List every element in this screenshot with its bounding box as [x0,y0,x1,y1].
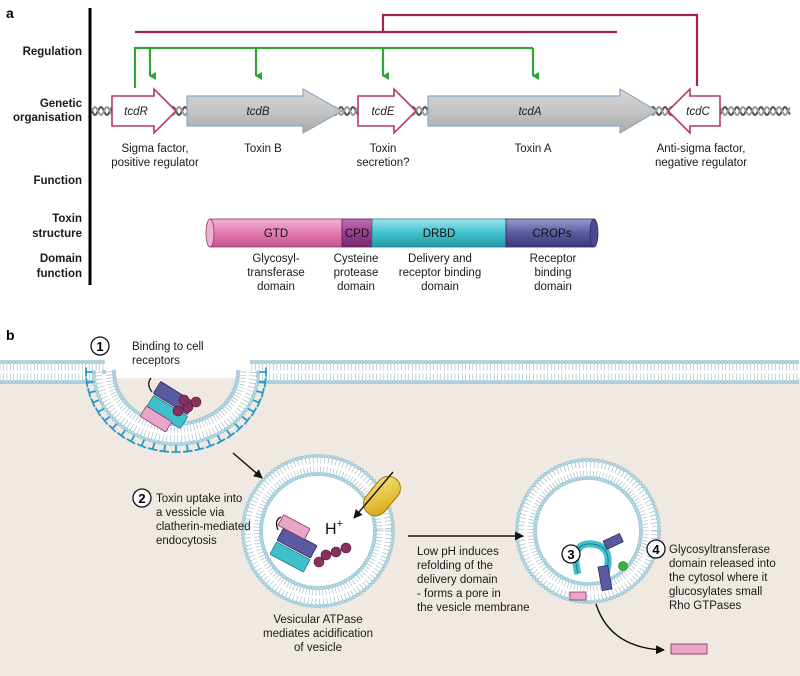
domain-cpd-block [341,218,373,248]
domfn-gtd-1: Glycosyl- [252,253,299,265]
domfn-drbd-2: receptor binding [399,267,481,279]
plasma-membrane [0,360,800,447]
atpase-text-1: Vesicular ATPase [273,614,362,626]
tcdE-gene-arrow [357,87,418,135]
gene-label-tcdB: tcdB [246,106,269,118]
svg-text:3: 3 [567,547,574,562]
step4-text-4: glucosylates small [669,586,762,598]
toxin-in-vesicle [269,514,352,573]
gene-label-tcdC: tcdC [686,106,710,118]
lowph-text-4: - forms a pore in [417,588,501,600]
proton-label: H+ [325,518,343,538]
gene-label-tcdR: tcdR [124,106,148,118]
toxin-bound-receptor [140,377,202,433]
domfn-crops-3: domain [534,281,572,293]
released-gtd [670,643,708,655]
step2-text-2: a vessicle via [156,507,225,519]
tcdR-gene-arrow [111,87,178,135]
proton-arrow [353,471,394,519]
clathrin-coat [85,367,267,453]
lowph-text-3: delivery domain [417,574,498,586]
atpase-text-3: of vesicle [294,642,342,654]
step2-text-4: endocytosis [156,535,217,547]
domfn-cpd-2: protease [334,267,379,279]
gene-label-tcdE: tcdE [371,106,394,118]
svg-text:2: 2 [138,491,145,506]
domfn-cpd-3: domain [337,281,375,293]
domain-label-cpd: CPD [345,228,369,240]
vesicular-atpase [363,475,401,517]
tcdA-gene-arrow [427,87,659,135]
gene-label-tcdA: tcdA [518,106,541,118]
row-label-domain: Domain [40,253,82,265]
function-tcdC-line1: Anti-sigma factor, [657,143,746,155]
row-label-regulation: Regulation [23,46,82,58]
row-label-genetic: Genetic [40,98,83,110]
step4-text-1: Glycosyltransferase [669,544,770,556]
arrow-release [595,603,665,655]
step1-text-1: Binding to cell [132,341,204,353]
tcdB-gene-arrow [186,87,344,135]
function-tcdC-line2: negative regulator [655,157,747,169]
negative-regulation-lines [135,13,699,86]
domfn-gtd-3: domain [257,281,295,293]
row-label-toxin: Toxin [52,213,82,225]
domain-label-gtd: GTD [264,228,288,240]
step-3-badge: 3 [561,544,581,564]
panel-b-label: b [6,327,15,343]
domfn-crops-1: Receptor [530,253,577,265]
panel-a-label: a [6,5,14,21]
domain-crops-block [505,218,595,248]
step1-text-2: receptors [132,355,180,367]
domain-label-crops: CROPs [533,228,572,240]
toxin-pore [569,533,628,601]
bar-left-cap [205,218,215,248]
function-tcdA: Toxin A [514,143,551,155]
function-tcdE-line1: Toxin [370,143,397,155]
activation-lines [133,46,539,88]
function-tcdE-line2: secretion? [356,157,409,169]
atpase-text-2: mediates acidification [263,628,373,640]
row-label-domain-function: function [37,268,82,280]
row-label-organisation: organisation [13,112,82,124]
lowph-text-5: the vesicle membrane [417,602,530,614]
row-label-function: Function [33,175,82,187]
domfn-gtd-2: transferase [247,267,305,279]
lowph-text-1: Low pH induces [417,546,499,558]
domfn-crops-2: binding [534,267,571,279]
row-label-structure: structure [32,228,82,240]
bar-right-cap [589,218,599,248]
step4-text-5: Rho GTPases [669,600,741,612]
domfn-drbd-1: Delivery and [408,253,472,265]
step2-text-1: Toxin uptake into [156,493,242,505]
step-4-badge: 4 [646,539,666,559]
function-tcdR-line2: positive regulator [111,157,199,169]
function-tcdB: Toxin B [244,143,282,155]
domfn-drbd-3: domain [421,281,459,293]
toxin-structure-bar [205,218,599,248]
domain-drbd-block [371,218,507,248]
domfn-cpd-1: Cysteine [334,253,379,265]
step-1-badge: 1 [90,336,110,356]
tcdC-gene-arrow [666,87,721,135]
svg-text:4: 4 [652,542,660,557]
arrow-pit-to-vesicle [232,452,263,479]
lowph-text-2: refolding of the [417,560,493,572]
function-tcdR-line1: Sigma factor, [121,143,188,155]
step4-text-2: domain released into [669,558,776,570]
step2-text-3: clatherin-mediated [156,521,251,533]
svg-text:1: 1 [96,339,103,354]
step4-text-3: the cytosol where it [669,572,768,584]
domain-label-drbd: DRBD [423,228,456,240]
step-2-badge: 2 [132,488,152,508]
